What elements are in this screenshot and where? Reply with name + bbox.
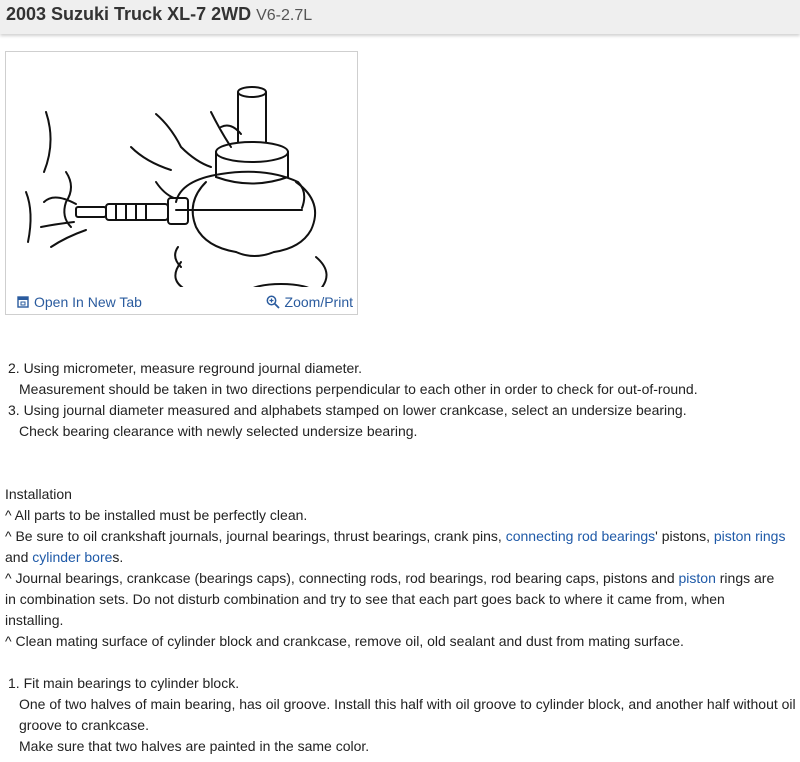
link-piston-rings[interactable]: piston rings [713, 528, 786, 544]
page-header: 2003 Suzuki Truck XL-7 2WD V6-2.7L [0, 0, 800, 34]
bullet-clean-parts: ^ All parts to be installed must be perf… [5, 507, 308, 523]
vehicle-title: 2003 Suzuki Truck XL-7 2WD [6, 4, 252, 24]
step-3: 3. Using journal diameter measured and a… [8, 402, 687, 418]
micrometer-illustration [25, 86, 328, 287]
open-in-new-tab-link[interactable]: Open In New Tab [17, 294, 142, 310]
link-piston[interactable]: piston [678, 570, 716, 586]
zoom-print-label: Zoom/Print [284, 294, 353, 310]
link-connecting-rod-bearings[interactable]: connecting rod bearings [505, 528, 656, 544]
installation-heading: Installation [5, 486, 72, 502]
open-in-new-tab-label: Open In New Tab [34, 294, 142, 310]
page-title: 2003 Suzuki Truck XL-7 2WD V6-2.7L [6, 4, 312, 25]
zoom-print-link[interactable]: Zoom/Print [266, 294, 353, 310]
engine-label: V6-2.7L [256, 7, 313, 24]
zoom-icon [266, 295, 280, 309]
procedure-content: 2. Using micrometer, measure reground jo… [0, 358, 800, 757]
step-1-detail-color: Make sure that two halves are painted in… [19, 738, 370, 754]
open-tab-icon [17, 296, 29, 308]
step-2-detail: Measurement should be taken in two direc… [19, 381, 698, 397]
step-3-detail: Check bearing clearance with newly selec… [19, 423, 418, 439]
bullet-oil-parts: ^ Be sure to oil crankshaft journals, jo… [5, 528, 786, 565]
step-2: 2. Using micrometer, measure reground jo… [8, 360, 363, 376]
bullet-clean-mating-surface: ^ Clean mating surface of cylinder block… [5, 633, 684, 649]
step-1: 1. Fit main bearings to cylinder block. [8, 675, 240, 691]
bullet-combination-sets: ^ Journal bearings, crankcase (bearings … [5, 570, 775, 628]
illustration-figure: Open In New Tab Zoom/Print [5, 51, 358, 315]
step-1-detail: One of two halves of main bearing, has o… [19, 696, 796, 733]
link-cylinder-bore[interactable]: cylinder bore [32, 549, 113, 565]
